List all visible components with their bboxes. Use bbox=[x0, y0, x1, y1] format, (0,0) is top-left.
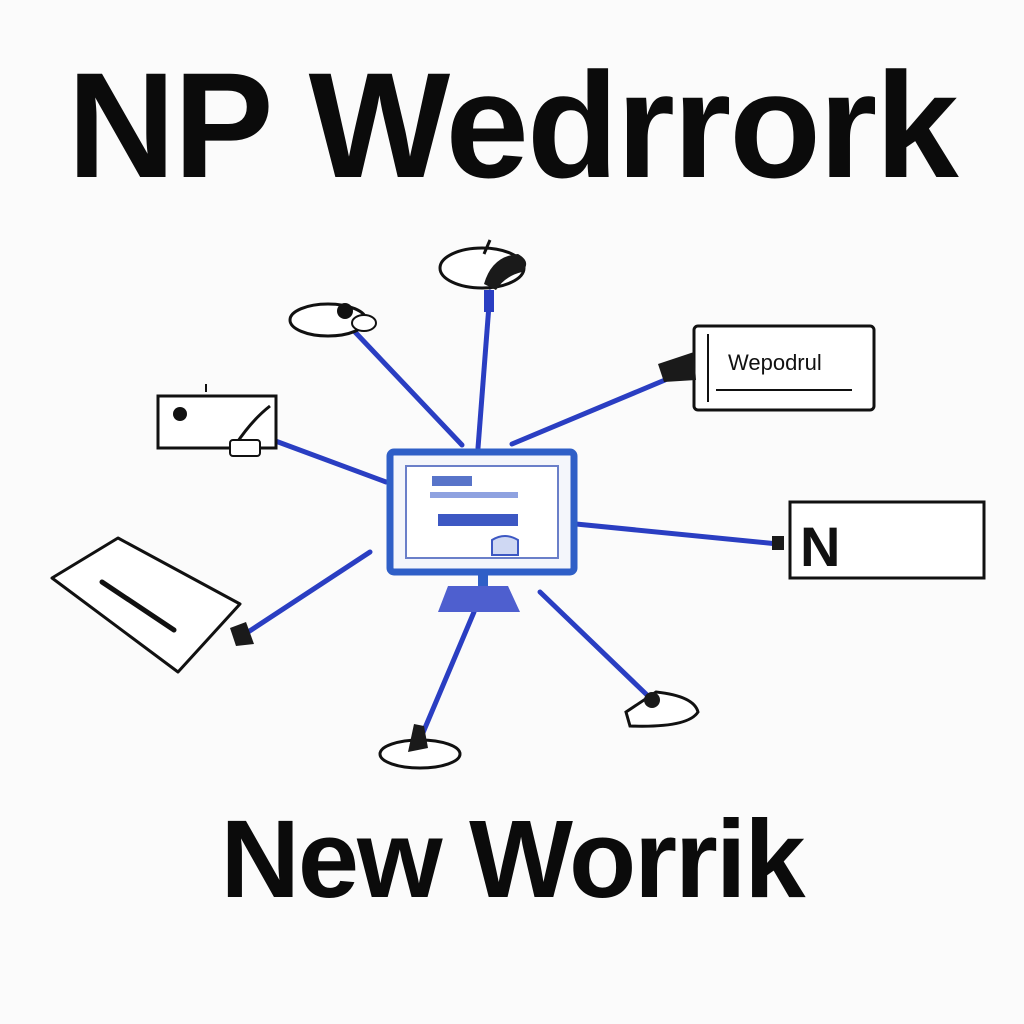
pen-tablet-icon bbox=[378, 724, 462, 770]
diagram-title: NP Wedrrork bbox=[67, 41, 958, 209]
link-top-router bbox=[475, 289, 493, 451]
link-left-paper bbox=[239, 549, 373, 639]
document-icon bbox=[50, 536, 254, 674]
mouse-icon bbox=[624, 690, 700, 728]
computer-monitor-icon bbox=[386, 448, 578, 612]
drive-label: Wepodrul bbox=[728, 350, 822, 375]
diagram-footer-title: New Worrik bbox=[220, 798, 805, 921]
router-icon bbox=[438, 239, 527, 312]
link-bottom-left-device bbox=[419, 609, 477, 738]
link-left-card bbox=[259, 433, 389, 485]
link-upper-right-drive bbox=[509, 377, 668, 447]
server-box-icon: N bbox=[772, 500, 986, 580]
card-reader-icon bbox=[156, 384, 278, 457]
network-links bbox=[239, 289, 781, 738]
link-right-box bbox=[573, 521, 781, 547]
mouse-icon bbox=[288, 302, 377, 338]
storage-drive-icon: Wepodrul bbox=[658, 324, 876, 412]
link-upper-left-mouse bbox=[352, 329, 465, 448]
right-box-label: N bbox=[800, 515, 840, 578]
link-bottom-right-mouse bbox=[537, 589, 649, 697]
